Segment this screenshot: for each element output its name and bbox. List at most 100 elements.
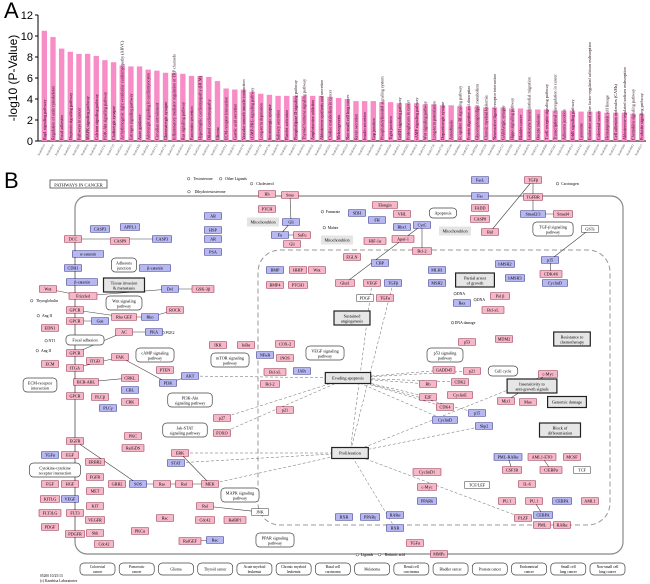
gene-node[interactable]: PKC (124, 432, 142, 440)
gene-node[interactable]: Miz1 (497, 397, 515, 405)
gene-node[interactable]: Smad4 (553, 210, 573, 218)
gene-node[interactable]: CEBPA (533, 511, 553, 519)
gene-node[interactable]: GPCR (66, 392, 84, 400)
process-box[interactable]: Genomic damage (546, 395, 587, 409)
gene-node[interactable]: RalGEF (178, 537, 202, 545)
gene-node[interactable]: CEBPA (552, 497, 572, 505)
gene-node[interactable]: p15 (468, 409, 486, 417)
gene-node[interactable]: CytC (413, 221, 431, 229)
gene-node[interactable]: Gαs (91, 317, 109, 325)
gene-node[interactable]: PDGFR (65, 530, 85, 538)
gene-node[interactable]: EGF (61, 451, 79, 459)
gene-node[interactable]: TGFBR (523, 193, 543, 201)
gene-node[interactable]: IAPs (293, 367, 311, 375)
gene-node[interactable]: Fas (471, 192, 489, 200)
gene-node[interactable]: BMP4 (266, 281, 284, 289)
gene-node[interactable]: E2F (419, 393, 437, 401)
gene-node[interactable]: Bcl-2 (260, 380, 280, 388)
pathway-link[interactable]: Apoptosis (428, 207, 458, 219)
gene-node[interactable]: MMPs (430, 550, 448, 558)
gene-node[interactable]: EGFR (66, 437, 84, 445)
gene-node[interactable]: AML1 (581, 497, 599, 505)
gene-node[interactable]: TGFα (406, 539, 424, 547)
gene-node[interactable]: FADD (471, 204, 489, 212)
gene-node[interactable]: Max (519, 398, 537, 406)
gene-node[interactable]: Bax (453, 299, 471, 307)
gene-node[interactable]: MEK (201, 480, 219, 488)
gene-node[interactable]: RXR (386, 524, 404, 532)
gene-node[interactable]: RalBP1 (223, 516, 247, 524)
gene-node[interactable]: DCC (64, 235, 82, 243)
gene-node[interactable]: TCF (573, 466, 591, 474)
gene-node[interactable]: AR (204, 212, 222, 220)
gene-node[interactable]: VEGFR (85, 516, 105, 524)
gene-node[interactable]: Gli (282, 218, 300, 226)
gene-node[interactable]: TCF/LEF (464, 481, 490, 489)
gene-node[interactable]: Rac (206, 536, 224, 544)
gene-node[interactable]: RARα (386, 511, 404, 519)
gene-node[interactable]: FLT3 (66, 509, 84, 517)
gene-node[interactable]: Glut1 (335, 279, 355, 287)
pathway-link[interactable]: Focal adhesion (65, 334, 105, 346)
gene-node[interactable]: PTEN (156, 366, 174, 374)
gene-node[interactable]: MCSF (563, 453, 581, 461)
gene-node[interactable]: PDGF (356, 294, 374, 302)
gene-node[interactable]: p21 (463, 367, 481, 375)
gene-node[interactable]: hMSH3 (505, 274, 525, 282)
gene-node[interactable]: Gli (283, 240, 301, 248)
gene-node[interactable]: ROCK (166, 306, 184, 314)
gene-node[interactable]: Wnt (308, 266, 326, 274)
gene-node[interactable]: CDK4/6 (539, 270, 563, 278)
gene-node[interactable]: PKCα (131, 527, 149, 535)
gene-node[interactable]: hMSH2 (495, 260, 515, 268)
gene-node[interactable]: FOXO (213, 429, 231, 437)
gene-node[interactable]: FAK (111, 353, 129, 361)
gene-node[interactable]: TGFα (376, 294, 394, 302)
gene-node[interactable]: AKT (181, 372, 199, 380)
gene-node[interactable]: Smo (281, 191, 299, 199)
gene-node[interactable]: GRB2 (108, 480, 126, 488)
gene-node[interactable]: EDN1 (41, 324, 59, 332)
gene-node[interactable]: CyclinE (447, 391, 473, 399)
gene-node[interactable]: c-Myc (538, 370, 558, 378)
gene-node[interactable]: MET (86, 487, 104, 495)
gene-node[interactable]: HGF (61, 480, 79, 488)
gene-node[interactable]: Dvl (161, 285, 179, 293)
gene-node[interactable]: α-catenin (72, 250, 104, 258)
gene-node[interactable]: APPL1 (120, 223, 140, 231)
gene-node[interactable]: SDH (348, 209, 366, 217)
gene-node[interactable]: KITLG (40, 495, 60, 503)
gene-node[interactable]: CASP9 (110, 237, 130, 245)
gene-node[interactable]: AR (204, 235, 222, 243)
gene-node[interactable]: VEGF (363, 279, 381, 287)
gene-node[interactable]: BMP (266, 266, 284, 274)
gene-node[interactable]: Apaf-1 (391, 235, 415, 243)
gene-node[interactable]: PLCβ (91, 393, 109, 401)
gene-node[interactable]: CDK4 (436, 403, 454, 411)
gene-node[interactable]: CRK (121, 398, 139, 406)
gene-node[interactable]: PPARγ (360, 513, 380, 521)
gene-node[interactable]: FGFR (86, 473, 104, 481)
gene-node[interactable]: β-catenin (139, 264, 171, 272)
gene-node[interactable]: HHIP (289, 266, 307, 274)
gene-node[interactable]: ERBB2 (85, 458, 105, 466)
gene-node[interactable]: CRKL (121, 374, 139, 382)
gene-node[interactable]: CASP8 (470, 215, 490, 223)
gene-node[interactable]: Ral (196, 502, 214, 510)
gene-node[interactable]: IKK (209, 341, 227, 349)
gene-node[interactable]: PTCH1 (288, 281, 308, 289)
gene-node[interactable]: PML (533, 521, 551, 529)
